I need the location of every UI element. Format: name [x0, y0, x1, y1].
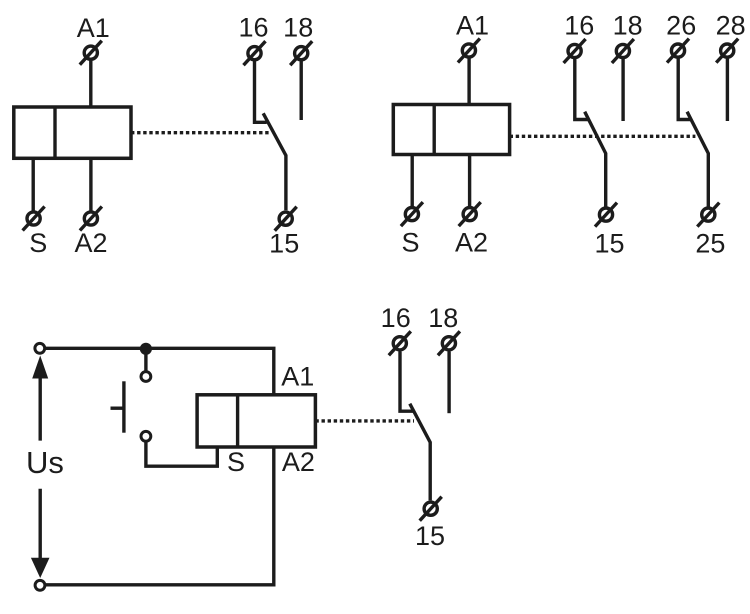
svg-text:16: 16 — [564, 11, 594, 41]
svg-text:16: 16 — [381, 303, 411, 333]
svg-text:18: 18 — [428, 303, 458, 333]
svg-text:S: S — [227, 447, 245, 477]
svg-text:15: 15 — [269, 229, 299, 259]
svg-text:Us: Us — [26, 445, 64, 480]
svg-text:28: 28 — [716, 11, 746, 41]
svg-text:15: 15 — [415, 521, 445, 551]
svg-text:A2: A2 — [282, 447, 315, 477]
svg-text:18: 18 — [283, 13, 313, 43]
svg-text:26: 26 — [666, 11, 696, 41]
svg-text:S: S — [29, 228, 47, 258]
svg-text:25: 25 — [695, 229, 725, 259]
svg-text:15: 15 — [594, 229, 624, 259]
svg-text:S: S — [401, 228, 419, 258]
svg-text:A2: A2 — [74, 228, 107, 258]
svg-text:18: 18 — [613, 11, 643, 41]
svg-text:A2: A2 — [455, 228, 488, 258]
svg-text:A1: A1 — [456, 11, 489, 41]
svg-text:A1: A1 — [281, 362, 314, 392]
svg-text:16: 16 — [238, 13, 268, 43]
svg-text:A1: A1 — [77, 13, 110, 43]
